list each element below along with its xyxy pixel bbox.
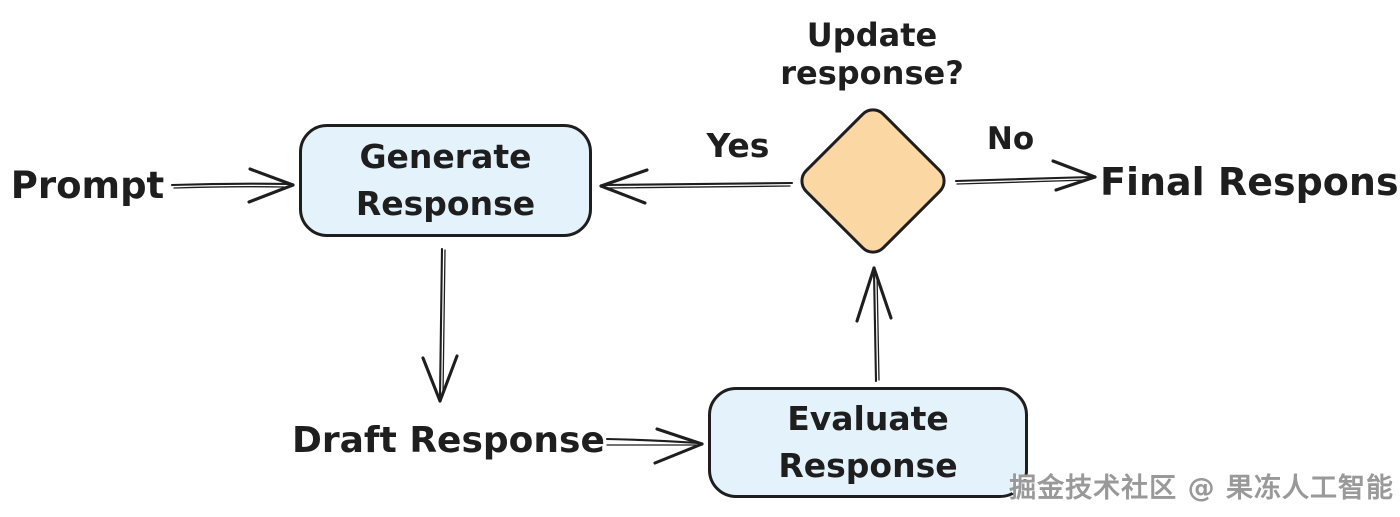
- arrow-decision-to-generate-yes: [599, 168, 794, 205]
- watermark-text: 掘金技术社区 @ 果冻人工智能: [1009, 473, 1394, 504]
- arrow-generate-to-draft: [421, 247, 459, 403]
- node-draft-response: Draft Response: [292, 420, 605, 461]
- arrow-draft-to-evaluate: [605, 427, 704, 465]
- node-prompt: Prompt: [10, 164, 165, 207]
- node-final-response: Final Response: [1100, 160, 1400, 204]
- decision-question-label: Update response?: [780, 16, 964, 93]
- arrow-decision-to-final-no: [954, 159, 1097, 192]
- arrow-prompt-to-generate: [170, 167, 295, 204]
- evaluate-response-label: Evaluate Response: [778, 399, 958, 485]
- edge-label-yes: Yes: [706, 126, 770, 165]
- edge-label-no: No: [986, 121, 1035, 157]
- arrow-evaluate-to-decision: [855, 266, 893, 383]
- generate-response-label: Generate Response: [355, 137, 536, 223]
- node-evaluate-response: Evaluate Response: [708, 387, 1028, 498]
- node-generate-response: Generate Response: [299, 124, 592, 237]
